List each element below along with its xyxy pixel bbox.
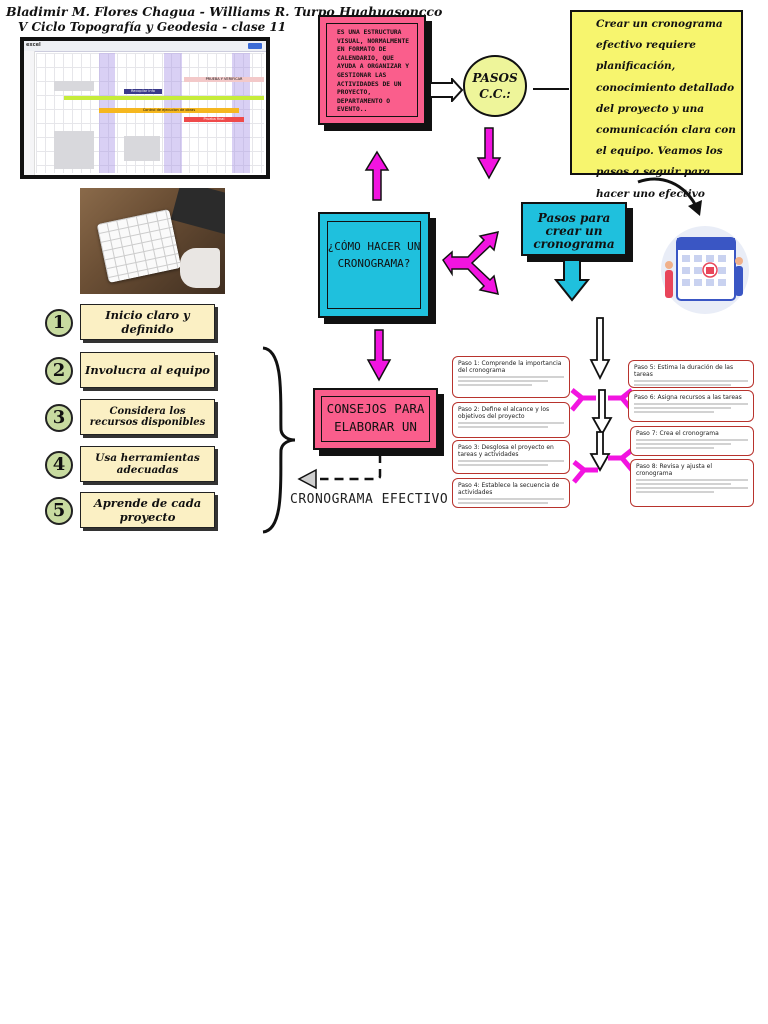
double-arrow-left-icon [429, 78, 464, 102]
calendar-event-bar: Recopilar info [124, 89, 162, 94]
definition-text: ES UNA ESTRUCTURA VISUAL, NORMALMENTE EN… [337, 29, 410, 114]
step-card: Paso 8: Revisa y ajusta el cronograma [630, 459, 754, 507]
magenta-fork-icon [572, 460, 598, 484]
calendar-toolbar: excel [24, 41, 266, 52]
consejos-text: CONSEJOS PARA ELABORAR UN [326, 401, 425, 434]
calendar-highlight-column [232, 53, 250, 173]
split-arrow-icon [442, 231, 499, 295]
calendar-blocked-cells [54, 81, 94, 91]
calendar-highlight-column [99, 53, 115, 173]
intro-note-text: Crear un cronograma efectivo requiere pl… [596, 18, 736, 200]
curly-brace [262, 346, 296, 534]
step-card: Paso 6: Asigna recursos a las tareas [628, 390, 754, 422]
step-card: Paso 5: Estima la duración de las tareas [628, 360, 754, 388]
calendar-share-button [248, 43, 262, 49]
outline-arrow-down-icon [589, 431, 611, 472]
pasos-crear-box: Pasos para crear un cronograma [521, 202, 627, 256]
number-badge: 4 [45, 451, 73, 479]
definition-box: ES UNA ESTRUCTURA VISUAL, NORMALMENTE EN… [318, 15, 426, 125]
planning-photo [80, 188, 225, 294]
calendar-app-logo: excel [26, 42, 41, 48]
arrow-down-icon [366, 329, 392, 382]
como-hacer-text: ¿CÓMO HACER UN CRONOGRAMA? [327, 240, 421, 270]
step-card: Paso 2: Define el alcance y los objetivo… [452, 402, 570, 438]
step-title: Paso 5: Estima la duración de las tareas [634, 364, 734, 378]
calendar-event-bar: PRUEBA Y VERIFICAR [184, 77, 264, 82]
intro-note: Crear un cronograma efectivo requiere pl… [570, 10, 743, 200]
laptop-shape [170, 188, 225, 236]
hand-shape [180, 248, 220, 288]
calendar-event-bar [64, 96, 264, 100]
step-title: Paso 2: Define el alcance y los objetivo… [458, 406, 550, 420]
pasos-circle: PASOS C.C.: [463, 55, 527, 117]
dashed-arrow-icon [297, 454, 382, 490]
step-card: Paso 7: Crea el cronograma [630, 426, 754, 456]
calendar-illustration [661, 226, 749, 314]
outline-arrow-down-icon [589, 317, 611, 381]
calendar-blocked-cells [54, 131, 94, 169]
list-item: Considera los recursos disponibles [80, 399, 215, 435]
outline-arrow-down-icon [591, 389, 613, 436]
calendar-screenshot: excel Recopilar info PRUEBA Y VERIFICAR … [20, 37, 270, 179]
number-badge: 2 [45, 357, 73, 385]
step-title: Paso 7: Crea el cronograma [636, 430, 719, 437]
curved-arrow-icon [637, 177, 702, 216]
step-card: Paso 1: Comprende la importancia del cro… [452, 356, 570, 398]
calendar-blocked-cells [124, 136, 160, 161]
calendar-highlight-column [164, 53, 182, 173]
magenta-fork-icon [570, 388, 596, 412]
como-hacer-box: ¿CÓMO HACER UN CRONOGRAMA? [318, 212, 430, 318]
arrow-down-icon [554, 259, 590, 302]
step-card: Paso 3: Desglosa el proyecto en tareas y… [452, 440, 570, 474]
number-badge: 1 [45, 309, 73, 337]
list-item: Inicio claro y definido [80, 304, 215, 340]
consejos-box: CONSEJOS PARA ELABORAR UN [313, 388, 438, 450]
list-item: Aprende de cada proyecto [80, 492, 215, 528]
step-title: Paso 3: Desglosa el proyecto en tareas y… [458, 444, 554, 458]
calendar-event-bar: Control de ejecucion de obras [99, 108, 239, 113]
step-title: Paso 1: Comprende la importancia del cro… [458, 360, 562, 374]
arrow-up-icon [364, 150, 390, 201]
step-title: Paso 8: Revisa y ajusta el cronograma [636, 463, 713, 477]
course-subtitle: V Ciclo Topografía y Geodesia - clase 11 [18, 20, 287, 34]
step-title: Paso 4: Establece la secuencia de activi… [458, 482, 560, 496]
list-item: Usa herramientas adecuadas [80, 446, 215, 482]
list-item: Involucra al equipo [80, 352, 215, 388]
number-badge: 5 [45, 497, 73, 525]
step-card: Paso 4: Establece la secuencia de activi… [452, 478, 570, 508]
number-badge: 3 [45, 404, 73, 432]
connector-line [533, 88, 569, 90]
calendar-event-bar: Prueba final [184, 117, 244, 122]
pasos-circle-text: PASOS C.C.: [472, 71, 518, 101]
arrow-down-icon [476, 127, 502, 180]
pasos-crear-text: Pasos para crear un cronograma [533, 211, 615, 251]
cronograma-efectivo-label: CRONOGRAMA EFECTIVO [290, 492, 449, 507]
tablet-calendar-shape [96, 208, 182, 284]
step-title: Paso 6: Asigna recursos a las tareas [634, 394, 742, 401]
calendar-tool-sidebar [24, 51, 35, 175]
